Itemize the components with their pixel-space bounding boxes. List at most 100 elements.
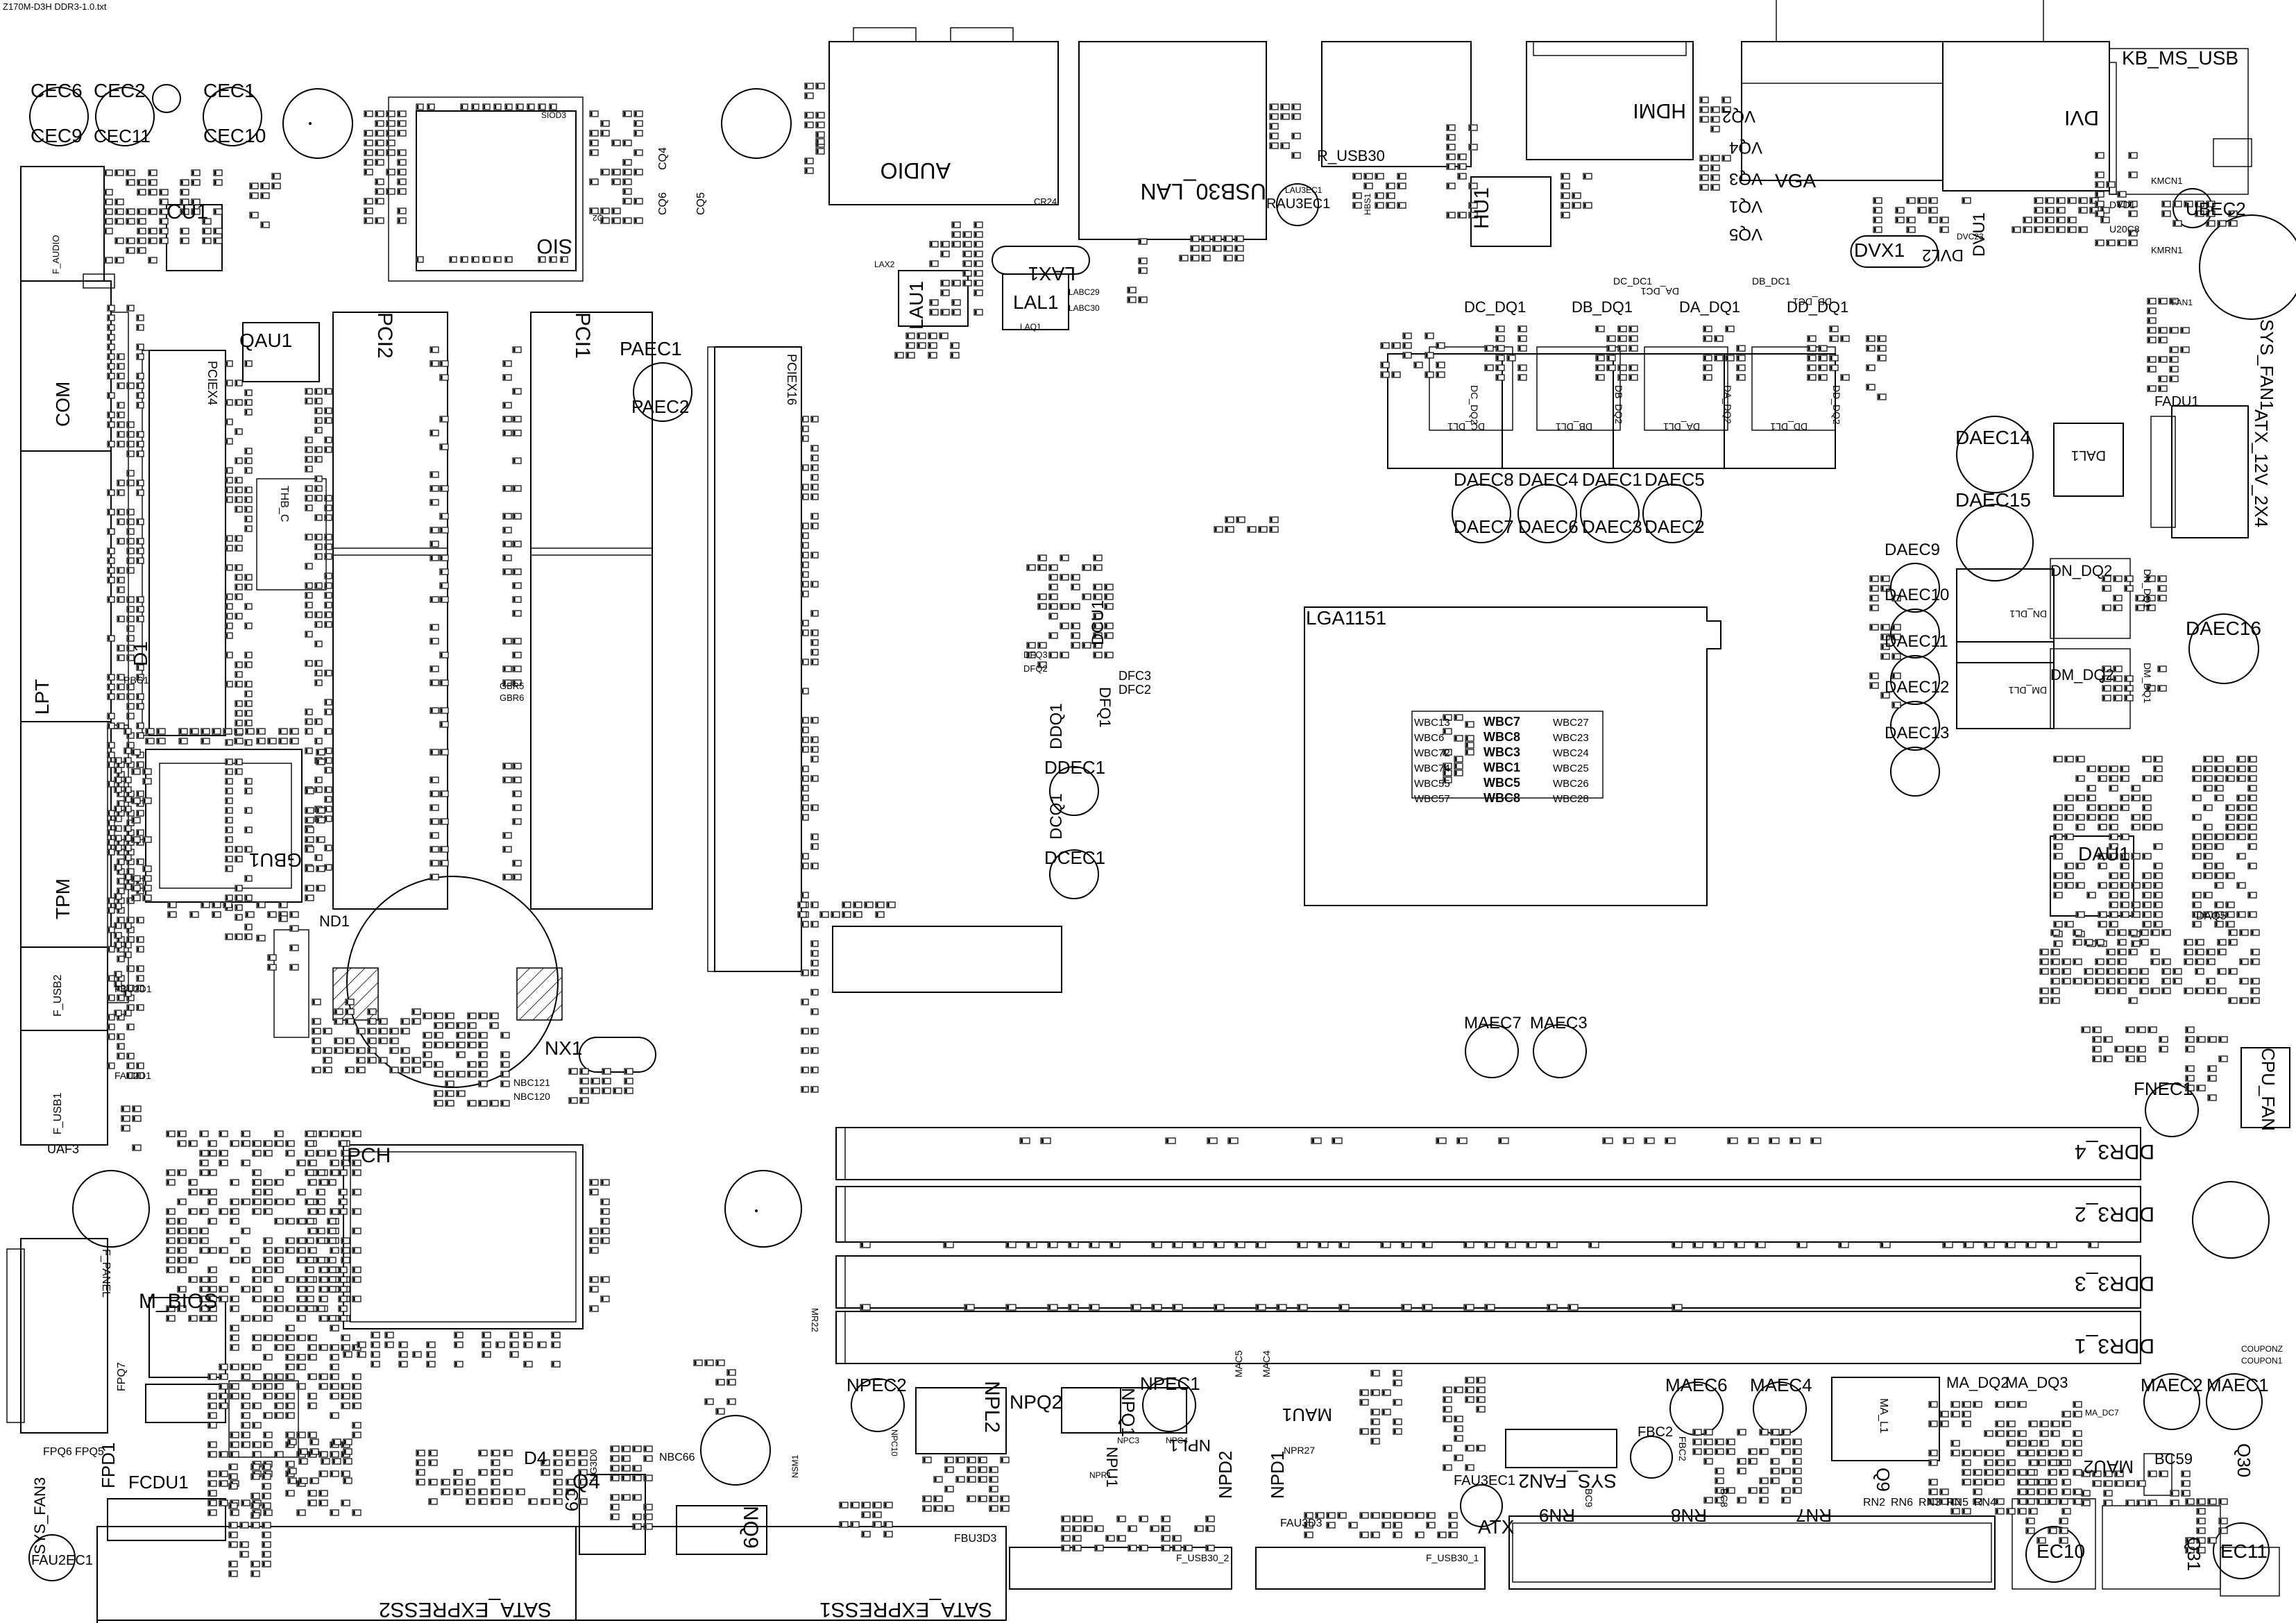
smd-pad bbox=[1212, 235, 1222, 242]
smd-pad-end bbox=[316, 477, 318, 481]
smd-pad-end bbox=[624, 189, 626, 194]
smd-pad-end bbox=[1964, 1243, 1967, 1247]
smd-pad bbox=[107, 946, 115, 953]
smd-pad-end bbox=[264, 1141, 266, 1146]
smd-pad bbox=[1037, 642, 1047, 649]
smd-pad bbox=[136, 936, 144, 943]
smd-pad-end bbox=[306, 506, 308, 510]
smd-pad bbox=[213, 169, 223, 176]
smd-pad bbox=[1190, 235, 1200, 242]
smd-pad-end bbox=[2052, 979, 2054, 983]
smd-pad-end bbox=[2121, 903, 2123, 907]
smd-pad bbox=[400, 1057, 410, 1064]
smd-pad-end bbox=[201, 1161, 203, 1165]
smd-pad-end bbox=[387, 121, 389, 126]
smd-pad bbox=[1072, 1525, 1082, 1532]
smd-pad bbox=[324, 553, 332, 560]
smd-pad bbox=[860, 1241, 871, 1248]
smd-pad-end bbox=[398, 170, 400, 174]
smd-pad-end bbox=[492, 1490, 494, 1494]
smd-pad bbox=[136, 1004, 144, 1011]
smd-pad-end bbox=[306, 847, 308, 851]
smd-pad-end bbox=[441, 514, 443, 518]
smd-pad-end bbox=[138, 180, 140, 185]
smd-pad-end bbox=[108, 510, 110, 514]
smd-pad bbox=[312, 1047, 321, 1054]
smd-pad-end bbox=[2163, 969, 2165, 974]
smd-pad-end bbox=[128, 607, 130, 611]
smd-pad bbox=[579, 1097, 589, 1104]
smd-pad bbox=[1060, 603, 1069, 610]
smd-pad-end bbox=[2125, 696, 2127, 700]
smd-pad bbox=[940, 280, 950, 287]
smd-pad bbox=[2053, 872, 2063, 879]
smd-pad-end bbox=[1237, 518, 1239, 522]
smd-pad-end bbox=[108, 840, 110, 844]
smd-pad bbox=[2185, 1085, 2195, 1091]
smd-pad bbox=[207, 1218, 217, 1225]
smd-pad-end bbox=[455, 1333, 457, 1337]
smd-pad-end bbox=[581, 1069, 583, 1073]
smd-pad bbox=[107, 1033, 115, 1040]
smd-pad bbox=[801, 629, 809, 636]
smd-pad bbox=[314, 534, 323, 541]
smd-pad-end bbox=[1737, 356, 1740, 360]
smd-pad bbox=[2100, 207, 2110, 214]
smd-pad bbox=[2050, 929, 2060, 936]
smd-pad-end bbox=[1783, 1450, 1785, 1454]
smd-pad-end bbox=[1619, 375, 1621, 380]
smd-pad-end bbox=[454, 1490, 457, 1494]
smd-pad bbox=[1715, 1468, 1724, 1475]
smd-pad-end bbox=[2093, 1057, 2095, 1061]
smd-pad-end bbox=[624, 199, 626, 203]
smd-pad-end bbox=[525, 1362, 527, 1366]
smd-pad bbox=[1995, 1508, 2005, 1515]
smd-pad-end bbox=[253, 1268, 255, 1272]
smd-pad bbox=[2078, 197, 2088, 204]
smd-pad bbox=[305, 1266, 314, 1273]
smd-pad-end bbox=[2148, 328, 2150, 332]
smd-pad bbox=[1375, 192, 1384, 199]
smd-pad-end bbox=[317, 1190, 319, 1194]
smd-pad bbox=[1737, 1468, 1746, 1475]
smd-pad bbox=[2117, 987, 2127, 994]
smd-pad-end bbox=[435, 1033, 437, 1037]
smd-pad bbox=[2053, 804, 2063, 811]
smd-pad-end bbox=[287, 1355, 289, 1359]
smd-pad-end bbox=[226, 468, 228, 473]
smd-pad bbox=[1436, 362, 1445, 368]
smd-pad-end bbox=[306, 818, 308, 822]
smd-pad bbox=[352, 1130, 362, 1137]
smd-pad-end bbox=[380, 1039, 382, 1043]
smd-pad bbox=[114, 237, 124, 244]
smd-pad bbox=[978, 1495, 987, 1502]
smd-pad-end bbox=[1236, 1243, 1239, 1247]
smd-pad bbox=[235, 593, 243, 600]
smd-pad-end bbox=[2252, 950, 2254, 954]
smd-pad-end bbox=[116, 171, 118, 175]
smd-pad-end bbox=[316, 457, 318, 461]
smd-pad-end bbox=[368, 1058, 371, 1062]
smd-pad-end bbox=[1398, 174, 1400, 178]
smd-pad bbox=[1393, 1379, 1402, 1386]
smd-pad-end bbox=[417, 1451, 419, 1455]
smd-pad bbox=[263, 1237, 273, 1244]
smd-pad-end bbox=[264, 1336, 266, 1340]
smd-pad bbox=[213, 237, 223, 244]
smd-pad bbox=[2067, 197, 2077, 204]
smd-pad-end bbox=[339, 1268, 341, 1272]
smd-pad-end bbox=[1871, 586, 1873, 590]
smd-pad-end bbox=[180, 729, 182, 733]
smd-pad bbox=[2075, 775, 2085, 782]
smd-pad-end bbox=[1225, 237, 1227, 241]
smd-pad-end bbox=[2038, 1499, 2040, 1504]
smd-pad bbox=[1401, 1304, 1412, 1311]
smd-pad-end bbox=[144, 896, 146, 900]
smd-pad-end bbox=[1277, 1305, 1280, 1309]
smd-pad bbox=[375, 110, 384, 117]
smd-pad bbox=[327, 1179, 337, 1186]
smd-pad bbox=[2053, 921, 2063, 928]
smd-pad-end bbox=[446, 1082, 448, 1086]
smd-pad-end bbox=[812, 990, 814, 994]
smd-pad-end bbox=[2074, 1490, 2076, 1494]
